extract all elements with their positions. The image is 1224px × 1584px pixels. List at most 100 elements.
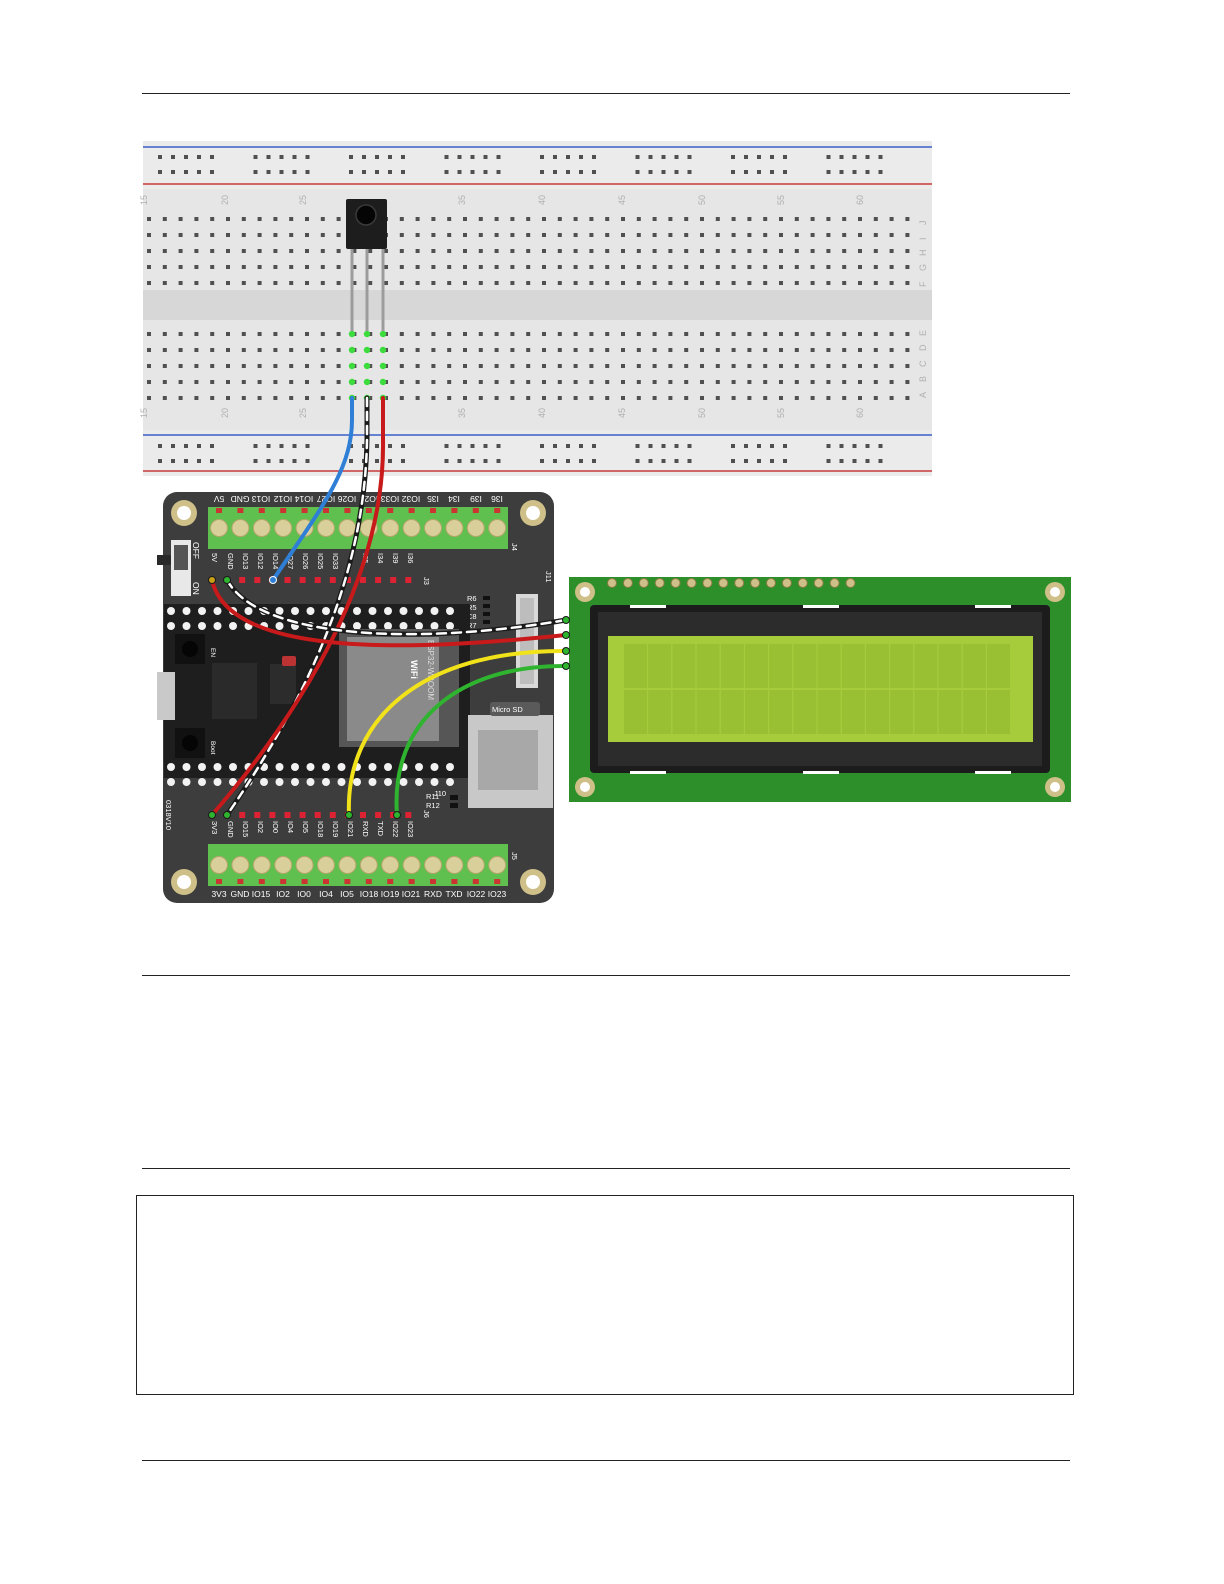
- rail-hole: [483, 170, 488, 174]
- breadboard-hole: [415, 233, 420, 237]
- row-letter: D: [918, 344, 928, 351]
- breadboard-hole: [826, 217, 831, 221]
- breadboard-hole: [810, 249, 815, 253]
- breadboard-hole: [162, 396, 167, 400]
- breadboard-hole: [415, 265, 420, 269]
- breadboard-hole: [668, 348, 673, 352]
- connected-hole: [379, 362, 387, 370]
- terminal-marker: [387, 508, 394, 513]
- breadboard-hole: [415, 249, 420, 253]
- j4-pin-label: IO13: [252, 494, 271, 504]
- j4-pin-label: GND: [231, 494, 250, 504]
- lcd-character-cell: [890, 644, 914, 688]
- rail-hole: [171, 155, 175, 159]
- devkit-pin: [260, 778, 268, 786]
- rail-hole: [210, 155, 214, 159]
- breadboard-hole: [241, 217, 246, 221]
- breadboard-hole: [305, 348, 309, 352]
- breadboard-hole: [747, 396, 752, 400]
- rail-hole: [292, 170, 297, 174]
- resistor-label: R6: [467, 594, 477, 603]
- breadboard-hole: [889, 380, 894, 384]
- terminal-marker: [451, 879, 458, 884]
- breadboard-hole: [494, 249, 499, 253]
- breadboard-hole: [810, 265, 815, 269]
- header-pin: [284, 577, 291, 583]
- breadboard-hole: [842, 217, 847, 221]
- breadboard-hole: [573, 265, 578, 269]
- breadboard-hole: [178, 396, 183, 400]
- lcd-pin: [686, 578, 697, 588]
- breadboard-hole: [621, 249, 625, 253]
- lcd-pin: [718, 578, 729, 588]
- lcd-mounting-hole: [575, 582, 595, 602]
- rail-hole: [648, 155, 653, 159]
- breadboard-hole: [905, 281, 910, 285]
- breadboard-hole: [889, 332, 894, 336]
- terminal-marker: [344, 508, 351, 513]
- column-number-bottom: 20: [220, 408, 230, 418]
- breadboard-hole: [463, 281, 467, 285]
- devkit-pin: [306, 778, 315, 786]
- rail-hole: [592, 444, 596, 448]
- breadboard-hole: [636, 364, 641, 368]
- devkit-pin: [353, 778, 361, 786]
- breadboard-hole: [336, 233, 341, 237]
- breadboard-hole: [826, 281, 831, 285]
- breadboard-hole: [510, 233, 515, 237]
- breadboard-hole: [621, 265, 625, 269]
- power-switch[interactable]: OFF ON: [157, 540, 201, 596]
- devkit-pin: [275, 607, 284, 615]
- breadboard-hole: [226, 249, 230, 253]
- rail-hole: [305, 459, 310, 463]
- terminal-screw: [338, 519, 357, 537]
- breadboard-terminal-strip-bottom: [147, 332, 910, 400]
- column-number-top: 40: [537, 195, 547, 205]
- breadboard-hole: [605, 233, 610, 237]
- lcd-character-grid: [624, 644, 1010, 734]
- breadboard-hole: [241, 249, 246, 253]
- breadboard-hole: [889, 233, 894, 237]
- rail-hole: [444, 155, 449, 159]
- breadboard-hole: [178, 281, 183, 285]
- devkit-pin: [368, 763, 377, 771]
- row-letter: A: [918, 392, 928, 398]
- breadboard-hole: [889, 364, 894, 368]
- breadboard-hole: [399, 380, 404, 384]
- breadboard-hole: [858, 265, 862, 269]
- terminal-marker: [472, 879, 479, 884]
- j5-pin-label: IO2: [276, 889, 290, 899]
- breadboard-hole: [210, 265, 215, 269]
- rail-hole: [375, 170, 379, 174]
- breadboard-hole: [810, 281, 815, 285]
- breadboard-hole: [684, 281, 689, 285]
- wire-lcd-scl: [394, 663, 568, 817]
- lcd-character-cell: [648, 690, 672, 734]
- rail-hole: [305, 444, 310, 448]
- rail-hole: [783, 459, 787, 463]
- rail-hole: [878, 170, 883, 174]
- breadboard-hole: [636, 265, 641, 269]
- breadboard-hole: [162, 233, 167, 237]
- breadboard-hole: [715, 249, 720, 253]
- breadboard-hole: [700, 265, 704, 269]
- breadboard-hole: [542, 364, 546, 368]
- j6-pin-label: IO19: [331, 821, 340, 837]
- breadboard-hole: [589, 348, 594, 352]
- rail-hole: [197, 444, 201, 448]
- breadboard-hole: [431, 380, 436, 384]
- breadboard-hole: [415, 380, 420, 384]
- rail-hole: [687, 444, 692, 448]
- breadboard-hole: [415, 217, 420, 221]
- rail-hole: [553, 444, 557, 448]
- breadboard-hole: [842, 348, 847, 352]
- rail-hole: [253, 170, 258, 174]
- lcd-character-cell: [720, 690, 744, 734]
- j6-pin-label: GND: [226, 821, 235, 838]
- breadboard-hole: [858, 396, 862, 400]
- breadboard-hole: [463, 396, 467, 400]
- lcd-mounting-hole: [1045, 582, 1065, 602]
- terminal-marker: [280, 508, 287, 513]
- terminal-screw: [210, 519, 228, 537]
- breadboard-hole: [463, 364, 467, 368]
